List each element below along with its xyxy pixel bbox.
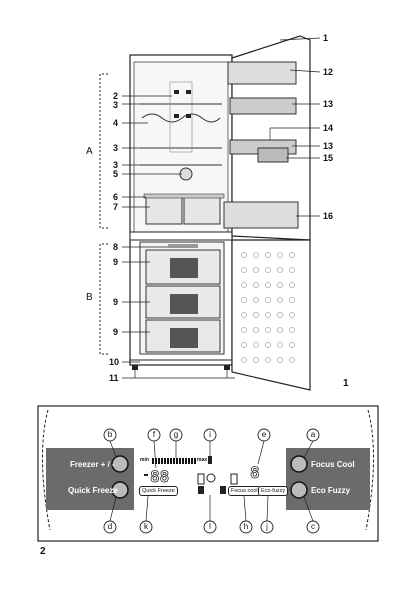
letter-g: g [173,430,179,439]
callout-9: 9 [113,257,119,267]
callout-7: 7 [113,202,119,212]
callout-16: 16 [323,211,334,221]
letter-l: l [209,522,211,531]
quick-freeze-indicator: Quick Freeze [139,486,178,496]
letter-h: h [243,522,249,531]
bracket-a [99,73,108,229]
egg-tray [257,147,289,163]
callout-3: 3 [113,160,119,170]
figure-number-1: 1 [343,378,349,389]
eco-fuzzy-indicator: Eco-fuzzy [258,486,289,496]
door-shelf-2 [229,97,297,115]
letter-d: d [107,522,113,531]
callout-2: 2 [113,91,119,101]
letter-c: c [311,522,315,531]
focus-cool-button-label[interactable]: Focus Cool [311,460,355,469]
letter-k: k [144,522,148,531]
callout-4: 4 [113,118,119,128]
eco-fuzzy-button-label[interactable]: Eco Fuzzy [311,486,351,495]
crisper-drawer-right [183,195,221,225]
letter-j: j [266,522,268,531]
callout-6: 6 [113,192,119,202]
figure-number-2: 2 [40,546,46,557]
callout-5: 5 [113,169,119,179]
letter-a: a [310,430,316,439]
callout-14: 14 [323,123,334,133]
crisper-drawer-left [145,195,183,225]
door-shelf-top [227,61,297,85]
callout-8: 8 [113,242,119,252]
callout-3: 3 [113,100,119,110]
svg-text:8: 8 [250,463,260,482]
callout-10: 10 [109,357,120,367]
focus-cool-button-knob [290,455,308,473]
callout-11: 11 [109,373,119,383]
letter-f: f [152,430,156,439]
letter-e: e [261,430,267,439]
freezer-button-label[interactable]: Freezer + / - [70,460,115,469]
lcd-min-label: min [140,457,149,463]
section-label-a: A [86,146,93,157]
callout-3: 3 [113,143,119,153]
focus-cool-indicator: Focus cool [228,486,261,496]
callout-13: 13 [323,141,334,151]
control-bar [46,448,370,510]
lcd-max-label: max [197,457,208,463]
svg-text:88: 88 [150,467,169,486]
freezer-door [231,239,311,391]
fridge-drawing [99,35,321,391]
lcd-window [134,448,286,510]
bottle-shelf [223,201,299,229]
callout-13: 13 [323,99,334,109]
callout-15: 15 [323,153,334,163]
section-label-b: B [86,292,93,303]
callout-9: 9 [113,297,119,307]
bracket-b [99,243,108,355]
panel-frame [37,405,379,542]
callout-12: 12 [323,67,334,77]
eco-fuzzy-button-knob [290,481,308,499]
quick-freeze-button-label[interactable]: Quick Freeze [68,486,118,495]
callout-1: 1 [323,33,329,43]
callout-9: 9 [113,327,119,337]
letter-i: i [209,430,211,439]
letter-b: b [107,430,113,439]
